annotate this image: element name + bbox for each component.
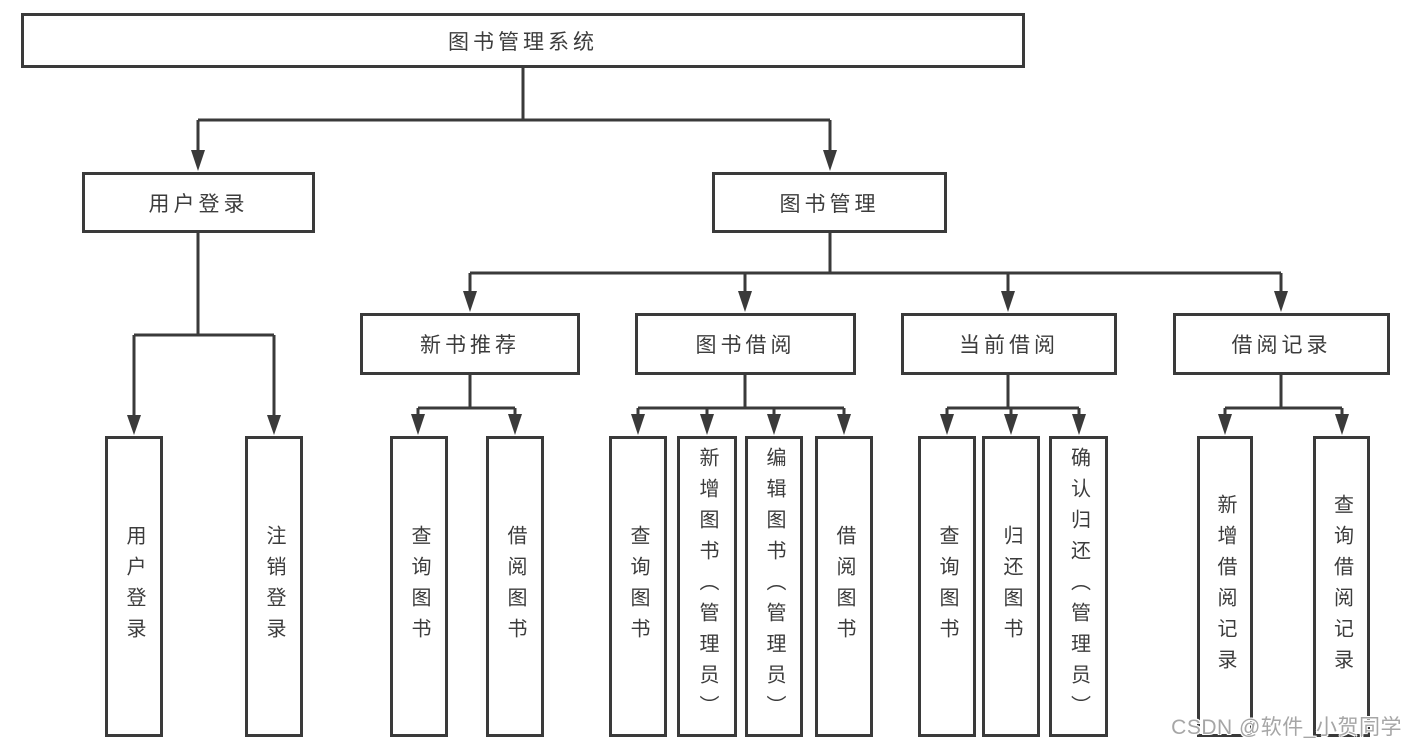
leaf-borrow-add-admin: 新增图书（管理员） — [677, 436, 737, 737]
node-user-login: 用户登录 — [82, 172, 315, 233]
connector-newbook-to-leaves — [411, 375, 522, 435]
node-book-management: 图书管理 — [712, 172, 947, 233]
leaf-user-login: 用户登录 — [105, 436, 163, 737]
connector-records-to-leaves — [1218, 375, 1349, 435]
leaf-logout: 注销登录 — [245, 436, 303, 737]
node-new-book-recommend: 新书推荐 — [360, 313, 580, 375]
leaf-borrow-edit-admin: 编辑图书（管理员） — [745, 436, 803, 737]
leaf-newbook-borrow: 借阅图书 — [486, 436, 544, 737]
connector-management-to-groups — [463, 233, 1288, 312]
leaf-newbook-query: 查询图书 — [390, 436, 448, 737]
leaf-borrow-book: 借阅图书 — [815, 436, 873, 737]
leaf-current-return: 归还图书 — [982, 436, 1040, 737]
connector-current-to-leaves — [940, 375, 1086, 435]
node-book-borrow: 图书借阅 — [635, 313, 856, 375]
leaf-current-confirm-admin: 确认归还（管理员） — [1049, 436, 1108, 737]
connector-root-to-level1 — [191, 68, 837, 171]
watermark: CSDN @软件_小贺同学 — [1171, 716, 1402, 739]
node-borrow-records: 借阅记录 — [1173, 313, 1390, 375]
node-root: 图书管理系统 — [21, 13, 1025, 68]
leaf-borrow-query: 查询图书 — [609, 436, 667, 737]
leaf-current-query: 查询图书 — [918, 436, 976, 737]
node-current-borrow: 当前借阅 — [901, 313, 1117, 375]
leaf-records-query: 查询借阅记录 — [1313, 436, 1370, 737]
connector-borrow-to-leaves — [631, 375, 851, 435]
leaf-records-add: 新增借阅记录 — [1197, 436, 1253, 737]
connector-login-to-leaves — [127, 233, 281, 435]
